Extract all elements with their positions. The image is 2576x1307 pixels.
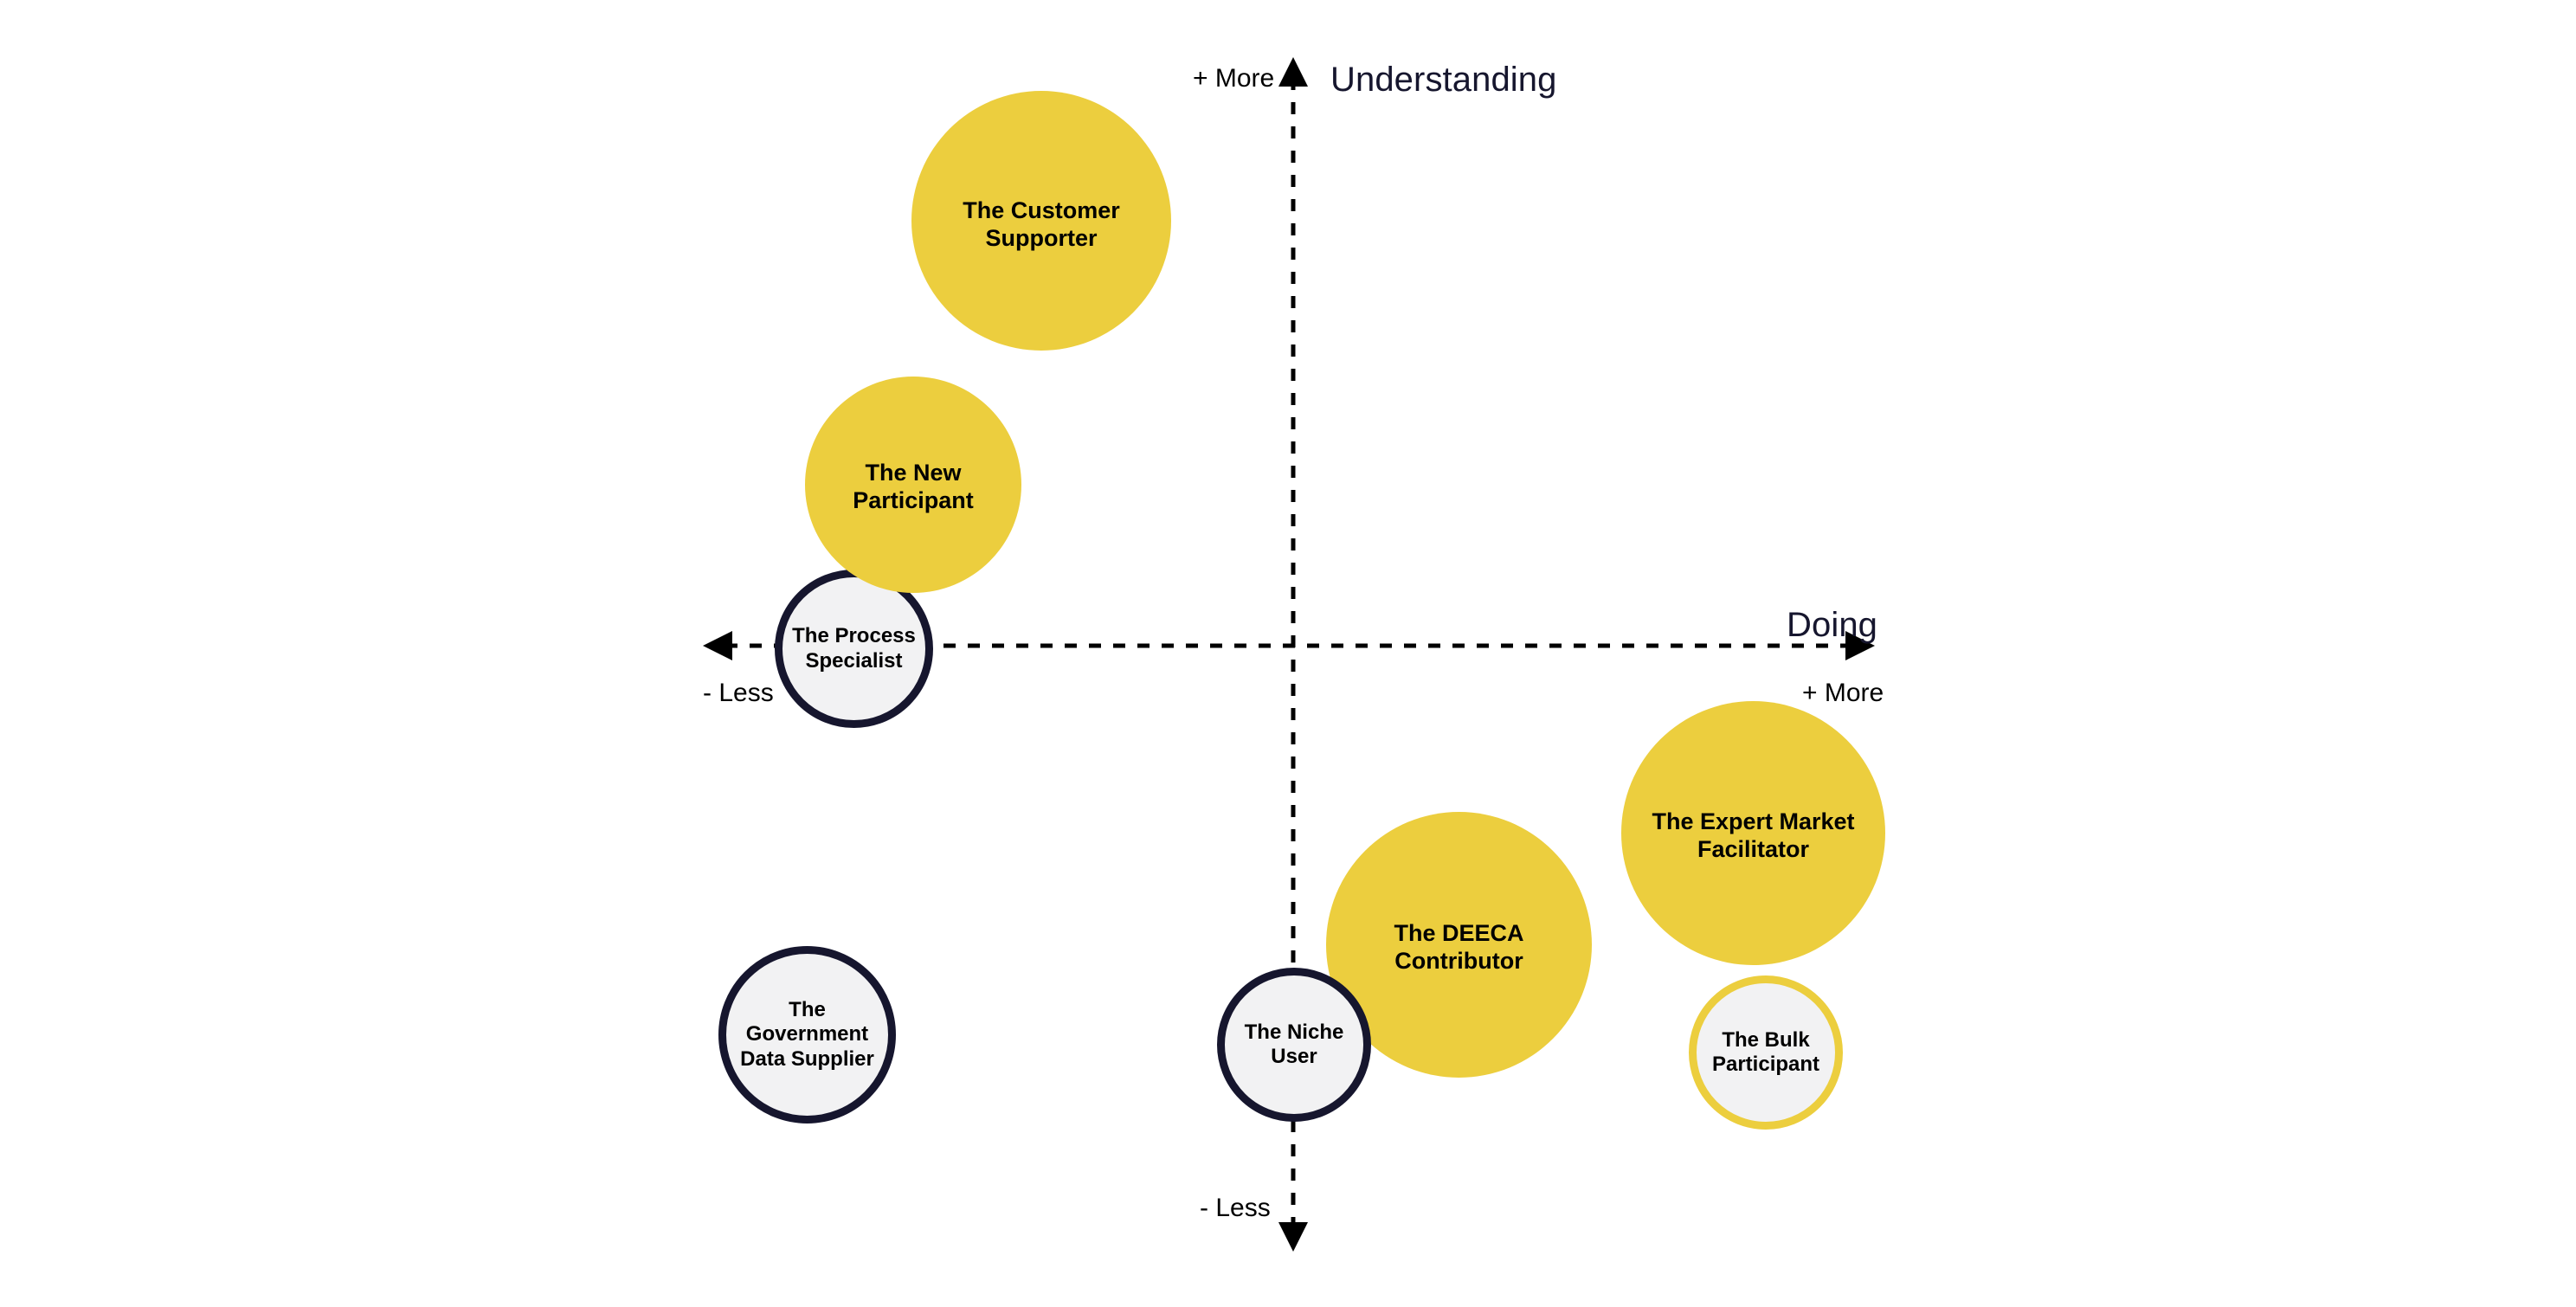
bubble-label: The Niche User [1244,1020,1344,1068]
bubble-label: The Process Specialist [792,624,916,673]
bubble-label: The New Participant [853,460,974,513]
bubble-label: The Bulk Participant [1711,1027,1820,1076]
vertical-axis-bottom-label: - Less [1200,1194,1271,1222]
bubble-label: The DEECA Contributor [1394,919,1524,974]
vertical-axis-title: Understanding [1330,61,1557,99]
vertical-axis-top-label: + More [1193,64,1275,93]
horizontal-axis-right-label: + More [1802,679,1884,707]
bubble-label: The Expert Market Facilitator [1652,808,1855,862]
horizontal-axis-left-label: - Less [703,679,774,707]
bubble-the-expert-market-facilitator[interactable]: The Expert Market Facilitator [1621,701,1885,965]
axis-arrow-left [703,631,732,660]
bubble-the-process-specialist[interactable]: The Process Specialist [775,570,933,728]
horizontal-axis-title: Doing [1787,606,1878,644]
bubble-label: The Government Data Supplier [740,998,874,1071]
axis-arrow-down [1278,1222,1308,1252]
bubble-the-government-data-supplier[interactable]: The Government Data Supplier [718,946,896,1124]
bubble-label: The Customer Supporter [963,197,1120,251]
bubble-the-customer-supporter[interactable]: The Customer Supporter [911,91,1171,351]
axis-arrow-up [1278,57,1308,87]
bubble-the-new-participant[interactable]: The New Participant [805,377,1021,593]
bubble-the-niche-user[interactable]: The Niche User [1217,968,1371,1122]
bubble-the-bulk-participant[interactable]: The Bulk Participant [1689,975,1843,1130]
